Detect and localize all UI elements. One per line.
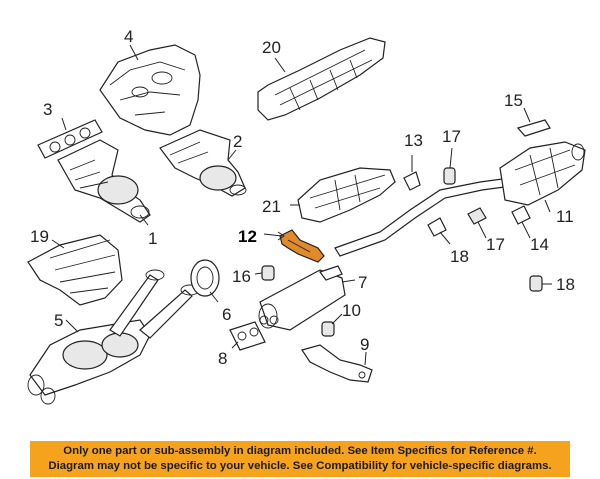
callout-10: 10 <box>342 301 361 320</box>
callout-15: 15 <box>504 91 523 110</box>
part-22-heat-shield[interactable] <box>297 167 396 223</box>
callout-17-lower: 17 <box>486 235 505 254</box>
part-8-gasket[interactable] <box>229 321 266 351</box>
part-16-hanger[interactable] <box>261 265 275 281</box>
part-5-front-pipe[interactable] <box>27 269 200 405</box>
callout-labels: 3 4 20 2 1 19 5 6 8 12 21 16 7 10 9 13 1… <box>30 27 575 368</box>
part-10-hanger[interactable] <box>321 321 335 337</box>
callout-3: 3 <box>43 100 52 119</box>
callout-2: 2 <box>233 132 242 151</box>
part-14-bracket[interactable] <box>511 205 531 225</box>
callout-1: 1 <box>148 229 157 248</box>
callout-21: 20 <box>262 38 281 57</box>
part-9-bracket[interactable] <box>301 344 373 383</box>
part-4-heat-shield[interactable] <box>99 44 201 136</box>
disclaimer-line-2: Diagram may not be specific to your vehi… <box>48 460 552 472</box>
part-11-rear-muffler[interactable] <box>499 141 586 206</box>
disclaimer-banner: Only one part or sub-assembly in diagram… <box>30 441 570 477</box>
part-3-gasket[interactable] <box>37 119 103 159</box>
part-18-hanger[interactable] <box>529 275 543 292</box>
part-20-heat-shield[interactable] <box>27 234 123 306</box>
part-17-hanger-lower[interactable] <box>467 207 487 225</box>
part-6-gasket[interactable] <box>190 259 220 297</box>
callout-19: 18 <box>450 247 469 266</box>
callout-6: 6 <box>222 305 231 324</box>
callout-13: 13 <box>404 131 423 150</box>
part-15-bracket[interactable] <box>516 119 551 137</box>
exhaust-parts-diagram: 3 4 20 2 1 19 5 6 8 12 21 16 7 10 9 13 1… <box>27 27 586 405</box>
callout-4: 4 <box>124 27 133 46</box>
callout-16: 16 <box>232 267 251 286</box>
callout-7: 7 <box>358 273 367 292</box>
callout-12: 12 <box>238 227 257 246</box>
callout-11: 11 <box>556 207 574 226</box>
part-2-exhaust-manifold[interactable] <box>159 129 247 197</box>
callout-9: 9 <box>360 335 369 354</box>
callout-18: 18 <box>556 275 575 294</box>
part-12-bracket-highlighted[interactable] <box>279 229 325 263</box>
callout-22: 21 <box>262 197 281 216</box>
part-17-hanger-upper[interactable] <box>443 167 456 185</box>
callout-5: 5 <box>54 311 63 330</box>
disclaimer-line-1: Only one part or sub-assembly in diagram… <box>63 445 537 457</box>
part-21-heat-shield[interactable] <box>257 37 386 121</box>
callout-17-upper: 17 <box>442 127 461 146</box>
part-1-exhaust-manifold[interactable] <box>57 139 151 223</box>
callout-14: 14 <box>530 235 549 254</box>
part-7-center-muffler[interactable] <box>258 265 346 331</box>
part-19-clamp[interactable] <box>427 217 447 237</box>
part-13-hanger[interactable] <box>403 171 421 191</box>
callout-20: 19 <box>30 227 49 246</box>
callout-8: 8 <box>218 349 227 368</box>
